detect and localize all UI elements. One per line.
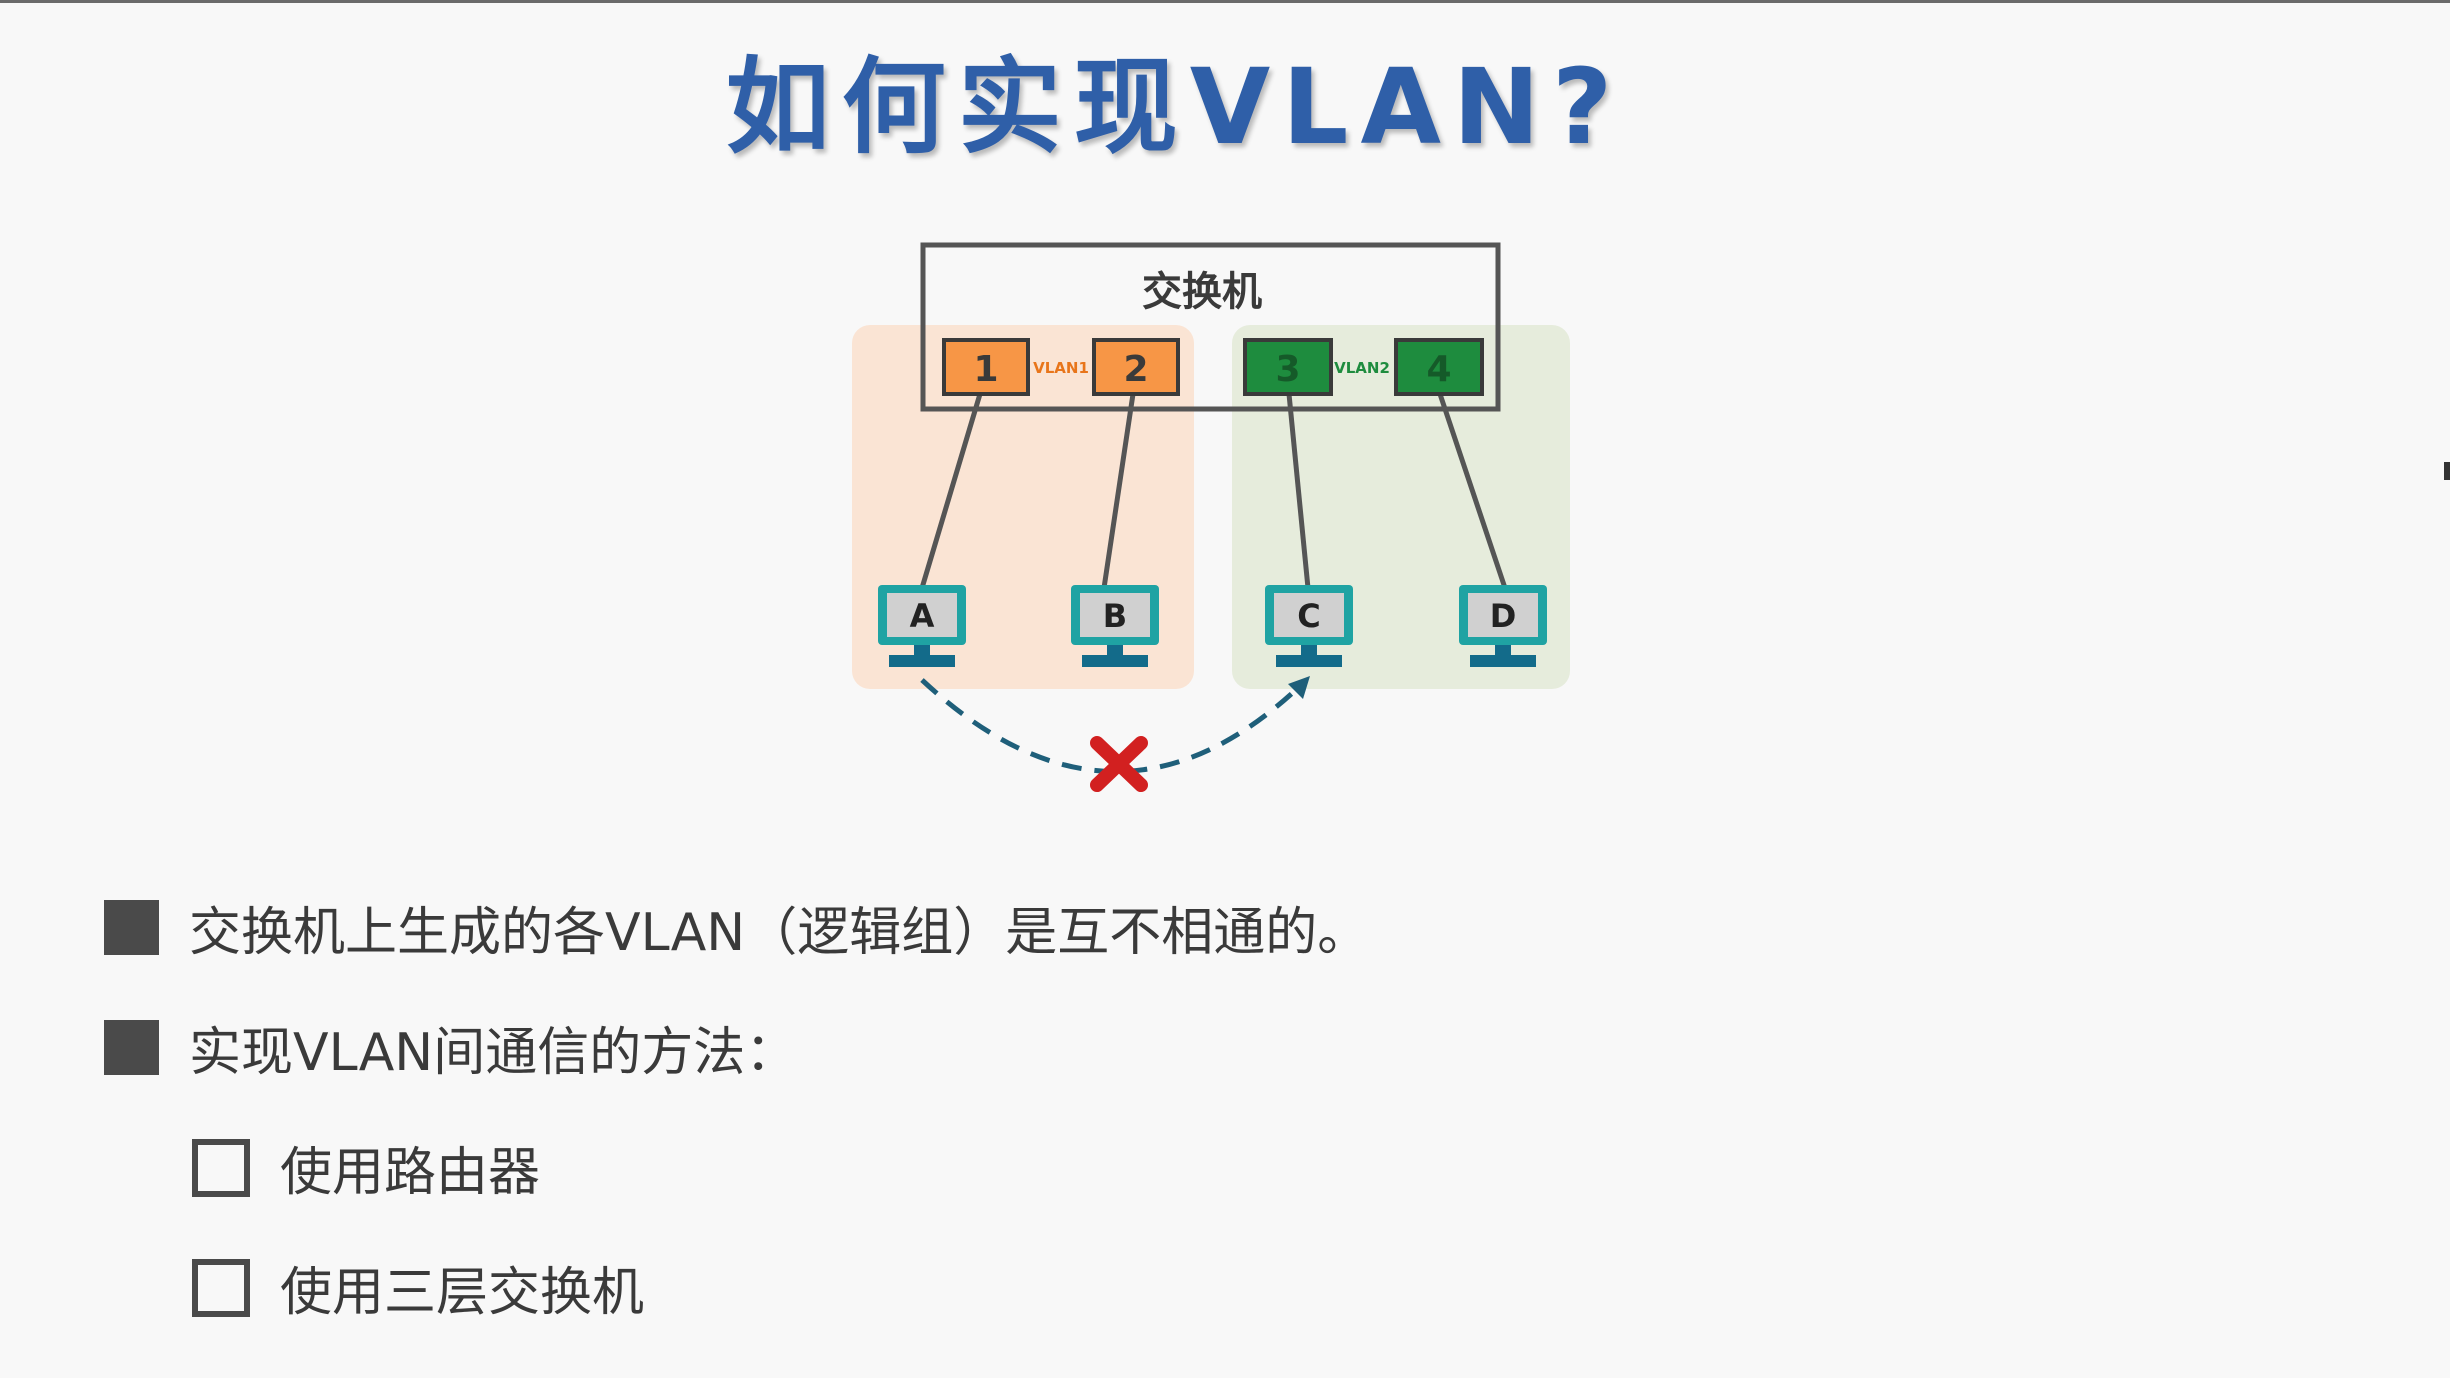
switch-box bbox=[920, 242, 1501, 412]
port-3-label: 3 bbox=[1275, 349, 1300, 390]
dashed-link-arrowhead bbox=[1288, 676, 1310, 699]
host-c-monitor: C bbox=[1265, 585, 1353, 667]
host-a-label: A bbox=[910, 597, 935, 635]
port-3: 3 bbox=[1243, 338, 1333, 396]
host-b-label: B bbox=[1103, 597, 1127, 635]
edge-cursor-mark bbox=[2444, 462, 2450, 480]
port-4-label: 4 bbox=[1426, 349, 1451, 390]
filled-square-bullet-icon bbox=[104, 900, 159, 955]
host-a-monitor: A bbox=[878, 585, 966, 667]
cable-port3-hostC bbox=[1286, 393, 1311, 589]
host-d-label: D bbox=[1490, 597, 1517, 635]
sub-bullet-text: 使用路由器 bbox=[280, 1143, 541, 1203]
host-b-monitor: B bbox=[1071, 585, 1159, 667]
bullet-text: 交换机上生成的各VLAN（逻辑组）是互不相通的。 bbox=[189, 903, 1370, 963]
port-2-label: 2 bbox=[1123, 349, 1148, 390]
port-4: 4 bbox=[1394, 338, 1484, 396]
sub-bullet-item-1: 使用路由器 bbox=[192, 1130, 540, 1205]
port-1: 1 bbox=[942, 338, 1030, 396]
bullet-item-2: 实现VLAN间通信的方法： bbox=[104, 1010, 797, 1085]
top-rule bbox=[0, 0, 2450, 3]
sub-bullet-text: 使用三层交换机 bbox=[280, 1263, 645, 1323]
vlan2-label: VLAN2 bbox=[1334, 359, 1390, 377]
vlan-diagram: 交换机 1 2 3 4 VLAN1 VLAN2 A B bbox=[852, 242, 1570, 792]
cable-port1-hostA bbox=[919, 393, 983, 589]
cable-port4-hostD bbox=[1437, 393, 1508, 589]
port-1-label: 1 bbox=[973, 349, 998, 390]
host-d-monitor: D bbox=[1459, 585, 1547, 667]
switch-label: 交换机 bbox=[1142, 269, 1262, 315]
hollow-square-bullet-icon bbox=[192, 1258, 250, 1317]
page-title: 如何实现VLAN? bbox=[725, 46, 1625, 168]
port-2: 2 bbox=[1092, 338, 1180, 396]
filled-square-bullet-icon bbox=[104, 1020, 159, 1075]
bullet-text: 实现VLAN间通信的方法： bbox=[189, 1023, 798, 1083]
hollow-square-bullet-icon bbox=[192, 1138, 250, 1197]
cable-port2-hostB bbox=[1101, 393, 1136, 589]
host-c-label: C bbox=[1297, 597, 1320, 635]
bullet-item-1: 交换机上生成的各VLAN（逻辑组）是互不相通的。 bbox=[104, 890, 1369, 965]
blocked-x-icon bbox=[1090, 736, 1148, 792]
sub-bullet-item-2: 使用三层交换机 bbox=[192, 1250, 644, 1325]
vlan1-label: VLAN1 bbox=[1033, 359, 1089, 377]
